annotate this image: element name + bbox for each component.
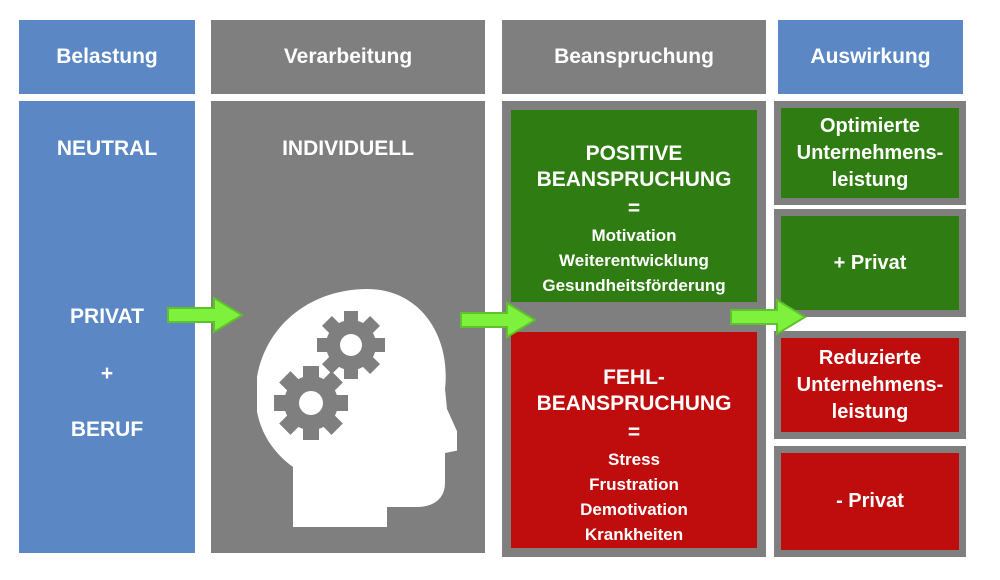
verarbeitung-column: INDIVIDUELL [211,101,485,553]
reduzierte-line: Reduzierte [818,346,922,369]
auswirkung-frame-1: Optimierte Unternehmens- leistung [774,101,966,205]
fehl-title-line2: BEANSPRUCHUNG [536,392,732,415]
reduzierte-leistung-box: Reduzierte Unternehmens- leistung [781,338,959,432]
fehl-title-line1: FEHL- [603,366,665,389]
positive-item: Motivation [591,226,677,245]
belastung-plus: + [100,362,114,385]
head-with-gears-icon [257,289,457,527]
optimierte-line: Unternehmens- [796,141,944,164]
optimierte-line: leistung [831,168,909,191]
header-belastung: Belastung [19,20,195,94]
arrow-right-icon [167,296,244,334]
plus-privat-box: + Privat [781,216,959,310]
optimierte-leistung-box: Optimierte Unternehmens- leistung [781,108,959,198]
plus-privat-label: + Privat [833,251,907,274]
positive-title-line1: POSITIVE [585,142,683,165]
fehl-item: Krankheiten [584,525,684,544]
belastung-privat: PRIVAT [70,305,144,328]
fehl-item: Stress [608,450,660,469]
positive-item: Gesundheitsförderung [542,276,726,295]
optimierte-line: Optimierte [819,114,921,137]
minus-privat-box: - Privat [781,453,959,550]
reduzierte-line: leistung [831,400,909,423]
belastung-column: NEUTRAL PRIVAT + BERUF [19,101,195,553]
arrow-right-icon [460,301,537,339]
fehl-item: Demotivation [580,500,688,519]
fehl-beanspruchung-box: FEHL- BEANSPRUCHUNG = Stress Frustration… [511,332,757,548]
positive-item: Weiterentwicklung [559,251,709,270]
minus-privat-label: - Privat [836,490,904,512]
header-verarbeitung: Verarbeitung [211,20,485,94]
auswirkung-frame-2: + Privat [774,209,966,317]
positive-beanspruchung-box: POSITIVE BEANSPRUCHUNG = Motivation Weit… [511,110,757,302]
belastung-beruf: BERUF [70,418,144,441]
header-auswirkung: Auswirkung [778,20,963,94]
auswirkung-frame-3: Reduzierte Unternehmens- leistung [774,331,966,439]
positive-title-line2: BEANSPRUCHUNG [536,168,732,191]
fehl-equals: = [627,421,641,444]
reduzierte-line: Unternehmens- [796,373,944,396]
fehl-item: Frustration [589,475,679,494]
positive-equals: = [627,197,641,220]
belastung-neutral: NEUTRAL [56,137,158,160]
arrow-right-icon [730,298,807,336]
auswirkung-frame-4: - Privat [774,446,966,557]
header-beanspruchung: Beanspruchung [502,20,766,94]
verarbeitung-individuell: INDIVIDUELL [282,137,414,160]
